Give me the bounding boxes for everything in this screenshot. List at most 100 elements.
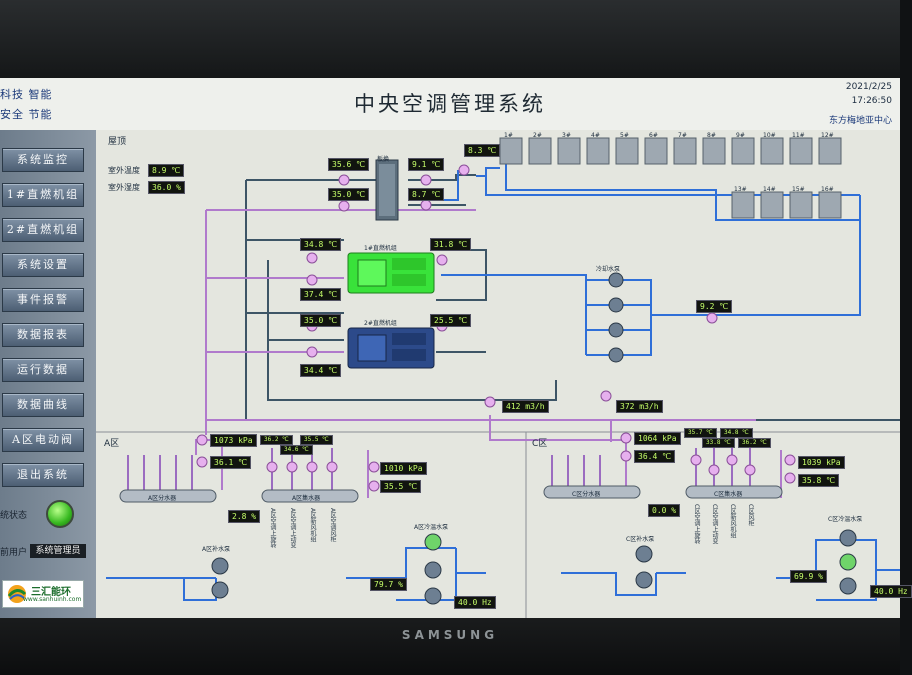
zone-a-branch-temp-1: 36.2 ℃	[260, 435, 293, 445]
zone-c-branch-temp-4: 36.2 ℃	[738, 438, 771, 448]
zone-c-temp-1: 36.4 ℃	[634, 450, 676, 463]
zone-a-branch-3: A区新风机组	[309, 508, 316, 543]
zone-c-temp-2: 35.8 ℃	[798, 474, 840, 487]
menu-chiller-2[interactable]: 2#直燃机组	[2, 218, 84, 242]
tower-15-label: 15#	[792, 186, 805, 193]
menu-chiller-1[interactable]: 1#直燃机组	[2, 183, 84, 207]
chiller-1-right: 31.8 ℃	[430, 238, 472, 251]
tower-5-label: 5#	[620, 132, 629, 139]
slogan-top: 科技 智能	[0, 88, 53, 101]
sensor-markers	[196, 164, 796, 492]
tower-4-label: 4#	[591, 132, 600, 139]
zone-a-pump-pct: 79.7 %	[370, 578, 407, 591]
tower-16-label: 16#	[821, 186, 834, 193]
tower-8-label: 8#	[707, 132, 716, 139]
zone-a-circ-label: A区冷温水泵	[414, 524, 449, 531]
zone-a-label: A区	[104, 439, 120, 449]
chiller-2-label: 2#直燃机组	[364, 320, 397, 327]
menu-data-report[interactable]: 数据报表	[2, 323, 84, 347]
current-user-label: 前用户	[0, 548, 28, 558]
monitor-bezel-top	[0, 0, 900, 78]
zone-c-collector	[685, 485, 783, 499]
menu-data-curve[interactable]: 数据曲线	[2, 393, 84, 417]
zone-a-valve-pct: 2.8 %	[228, 510, 261, 523]
chiller-2-in-left: 35.0 ℃	[300, 314, 342, 327]
menu-system-settings[interactable]: 系统设置	[2, 253, 84, 277]
zone-c-circ-label: C区冷温水泵	[828, 516, 863, 523]
chiller-1-out-left: 37.4 ℃	[300, 288, 342, 301]
system-status-label: 统状态	[0, 511, 28, 521]
tower-3-label: 3#	[562, 132, 571, 139]
zone-a-pressure-1: 1073 kPa	[210, 434, 257, 447]
chiller-2-right: 25.5 ℃	[430, 314, 472, 327]
logo-name: 三汇能环	[31, 587, 71, 598]
menu-run-data[interactable]: 运行数据	[2, 358, 84, 382]
blue-pipes	[106, 154, 900, 601]
menu-event-alarm[interactable]: 事件报警	[2, 288, 84, 312]
flow-reading-1: 412 m3/h	[502, 400, 549, 413]
outdoor-temp-label: 室外温度	[108, 166, 140, 175]
company-name: 东方梅地亚中心	[828, 116, 892, 126]
header-date: 2021/2/25	[845, 82, 892, 92]
chiller-1-label: 1#直燃机组	[364, 245, 397, 252]
zone-a-collector-label: A区集水器	[292, 495, 321, 502]
zone-c-branch-2: C区空调上动变	[711, 504, 718, 545]
menu-system-monitor[interactable]: 系统监控	[2, 148, 84, 172]
chiller-2-unit	[347, 327, 435, 369]
zone-c-freq: 40.0 Hz	[870, 585, 912, 598]
zone-c-distributor	[543, 485, 641, 499]
zone-c-makeup-label: C区补水泵	[626, 536, 655, 543]
zone-c-pressure-2: 1039 kPa	[798, 456, 845, 469]
system-status-indicator	[46, 500, 74, 528]
slogan-bottom: 安全 节能	[0, 108, 53, 121]
zone-c-circ-pumps	[839, 529, 857, 595]
logo-mark-icon	[7, 585, 27, 603]
monitor-brand: SAMSUNG	[401, 628, 499, 642]
zone-c-pressure-1: 1064 kPa	[634, 432, 681, 445]
zone-c-makeup-pumps	[635, 545, 653, 589]
zone-a-freq: 40.0 Hz	[454, 596, 496, 609]
zone-a-makeup-label: A区补水泵	[202, 546, 231, 553]
exchanger-right-top: 9.1 ℃	[408, 158, 445, 171]
scada-screen: 科技 智能 安全 节能 中央空调管理系统 2021/2/25 17:26:50 …	[0, 78, 912, 618]
page-title: 中央空调管理系统	[354, 92, 546, 116]
zone-c-branch-1: C区空调上旋转	[693, 504, 700, 545]
tower-13-label: 13#	[734, 186, 747, 193]
tower-temp-value: 8.3 ℃	[464, 144, 501, 157]
zone-c-branch-3: C区新风机组	[729, 504, 736, 539]
zone-a-pressure-2: 1010 kPa	[380, 462, 427, 475]
zone-c-branch-temp-3: 34.8 ℃	[720, 428, 753, 438]
chiller-1-in-left: 34.8 ℃	[300, 238, 342, 251]
cooling-pump-temp: 9.2 ℃	[696, 300, 733, 313]
zone-a-branch-temp-2: 34.6 ℃	[280, 445, 313, 455]
zone-a-branch-4: A区空调风柜	[329, 508, 336, 543]
zone-c-label: C区	[532, 439, 548, 449]
zone-a-distributor-label: A区分水器	[148, 495, 177, 502]
zone-a-temp-2: 35.5 ℃	[380, 480, 422, 493]
exchanger-left-top: 35.6 ℃	[328, 158, 370, 171]
tower-7-label: 7#	[678, 132, 687, 139]
pipe-network	[96, 137, 900, 618]
outdoor-humidity-label: 室外湿度	[108, 183, 140, 192]
zone-c-branch-temp-2: 33.8 ℃	[702, 438, 735, 448]
cooling-pump-label: 冷却水泵	[596, 266, 621, 273]
zone-a-circ-pumps	[424, 533, 442, 605]
outdoor-temp-value: 8.9 ℃	[148, 164, 185, 177]
cooling-tower-row-2	[731, 191, 842, 219]
zone-c-distributor-label: C区分水器	[572, 491, 601, 498]
chiller-2-out-left: 34.4 ℃	[300, 364, 342, 377]
zone-a-branch-temp-3: 35.5 ℃	[300, 435, 333, 445]
logo-url: www.sanhuinh.com	[23, 596, 82, 603]
company-logo: 三汇能环 www.sanhuinh.com	[2, 580, 84, 608]
zone-c-branch-4: C区风柜	[747, 504, 754, 527]
zone-a-collector	[261, 489, 359, 503]
tower-6-label: 6#	[649, 132, 658, 139]
zone-a-makeup-pumps	[211, 557, 229, 599]
menu-exit[interactable]: 退出系统	[2, 463, 84, 487]
plate-exchanger	[375, 159, 399, 221]
process-diagram: 屋顶 室外温度 8.9 ℃ 室外湿度 36.0 % 8.3 ℃ 1# 2# 3#…	[96, 130, 912, 618]
sidebar: 系统监控 1#直燃机组 2#直燃机组 系统设置 事件报警 数据报表 运行数据 数…	[0, 130, 96, 618]
menu-zone-a-valve[interactable]: A区电动阀	[2, 428, 84, 452]
exchanger-label: 板换	[377, 156, 390, 163]
tower-11-label: 11#	[792, 132, 805, 139]
